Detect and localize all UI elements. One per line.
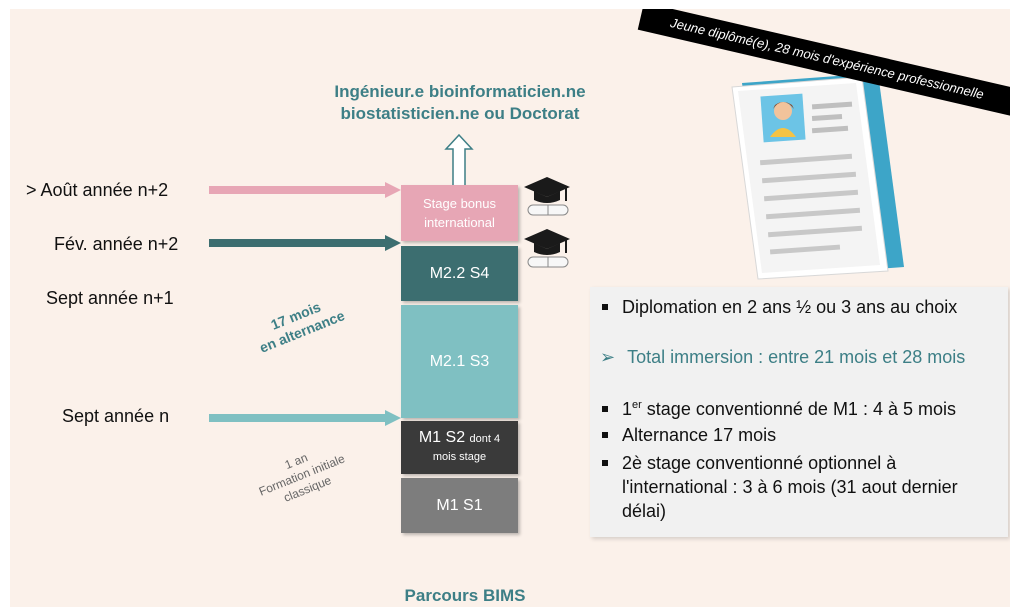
bullet-stage-m1-pre: 1 (622, 399, 633, 419)
formation-label: 1 an Formation initiale classique (229, 428, 376, 522)
bullet-intl-line-2: l'international : 3 à 6 mois (31 aout de… (622, 477, 958, 497)
label-sept-n: Sept année n (62, 406, 170, 426)
block-m1s2-small2: mois stage (432, 451, 487, 463)
arrow-fev (209, 235, 401, 251)
bullet-immersion: ➢ Total immersion : entre 21 mois et 28 m… (590, 347, 965, 368)
career-outcome-line-1: Ingénieur.e bioinformaticien.ne (334, 82, 586, 101)
footer-title: Parcours BIMS (404, 586, 526, 605)
alternance-label: 17 mois en alternance (232, 284, 365, 364)
block-m1s2-label: M1 S2 (418, 429, 466, 446)
graduation-cap-icon (524, 229, 570, 268)
bullet-square-icon (602, 304, 608, 310)
block-stage-bonus: Stage bonus international (401, 185, 518, 241)
block-m22-s4: M2.2 S4 (401, 246, 518, 301)
bullet-intl-line-1: 2è stage conventionné optionnel à (622, 453, 897, 473)
bullet-stage-m1-post: stage conventionné de M1 : 4 à 5 mois (641, 399, 956, 419)
block-m1s1-label: M1 S1 (436, 496, 483, 514)
block-stage-bonus-label: Stage bonus international (422, 196, 496, 230)
bullet-diplomation: Diplomation en 2 ans ½ ou 3 ans au choix (590, 297, 957, 318)
info-box: Diplomation en 2 ans ½ ou 3 ans au choix… (590, 287, 1008, 537)
block-m22-label: M2.2 S4 (429, 264, 490, 282)
bullet-square-icon (602, 460, 608, 466)
bullet-alternance-text: Alternance 17 mois (622, 425, 777, 445)
arrow-sept-n (209, 410, 401, 426)
label-sept-n1: Sept année n+1 (46, 288, 174, 308)
bullet-alternance: Alternance 17 mois (590, 425, 776, 446)
bullet-immersion-text: Total immersion : entre 21 mois et 28 mo… (627, 347, 966, 367)
block-m21-s3: M2.1 S3 (401, 305, 518, 418)
bullet-stage-m1-sup: er (632, 399, 642, 411)
block-m1-s2: M1 S2 dont 4 mois stage (401, 421, 518, 474)
graduation-cap-icon (524, 177, 570, 216)
label-aout-n2: > Août année n+2 (26, 180, 169, 200)
block-m1-s1: M1 S1 (401, 478, 518, 533)
block-m1s2-small: dont 4 (469, 433, 501, 445)
arrow-aout (209, 182, 401, 198)
arrowhead-bullet-icon: ➢ (600, 347, 616, 367)
bullet-stage-m1: 1er stage conventionné de M1 : 4 à 5 moi… (590, 399, 956, 420)
career-outcome-title: Ingénieur.e bioinformaticien.ne biostati… (310, 81, 610, 125)
resume-icon (731, 73, 904, 280)
bullet-square-icon (602, 406, 608, 412)
up-arrow-icon (444, 133, 474, 190)
bullet-square-icon (602, 432, 608, 438)
slide: Ingénieur.e bioinformaticien.ne biostati… (10, 9, 1010, 607)
label-fev-n2: Fév. année n+2 (54, 234, 179, 254)
career-outcome-line-2: biostatisticien.ne ou Doctorat (340, 104, 580, 123)
block-m21-label: M2.1 S3 (429, 352, 490, 370)
bullet-diplomation-text: Diplomation en 2 ans ½ ou 3 ans au choix (622, 297, 958, 317)
bullet-stage-international: 2è stage conventionné optionnel à l'inte… (590, 451, 958, 523)
bullet-intl-line-3: délai) (622, 501, 667, 521)
